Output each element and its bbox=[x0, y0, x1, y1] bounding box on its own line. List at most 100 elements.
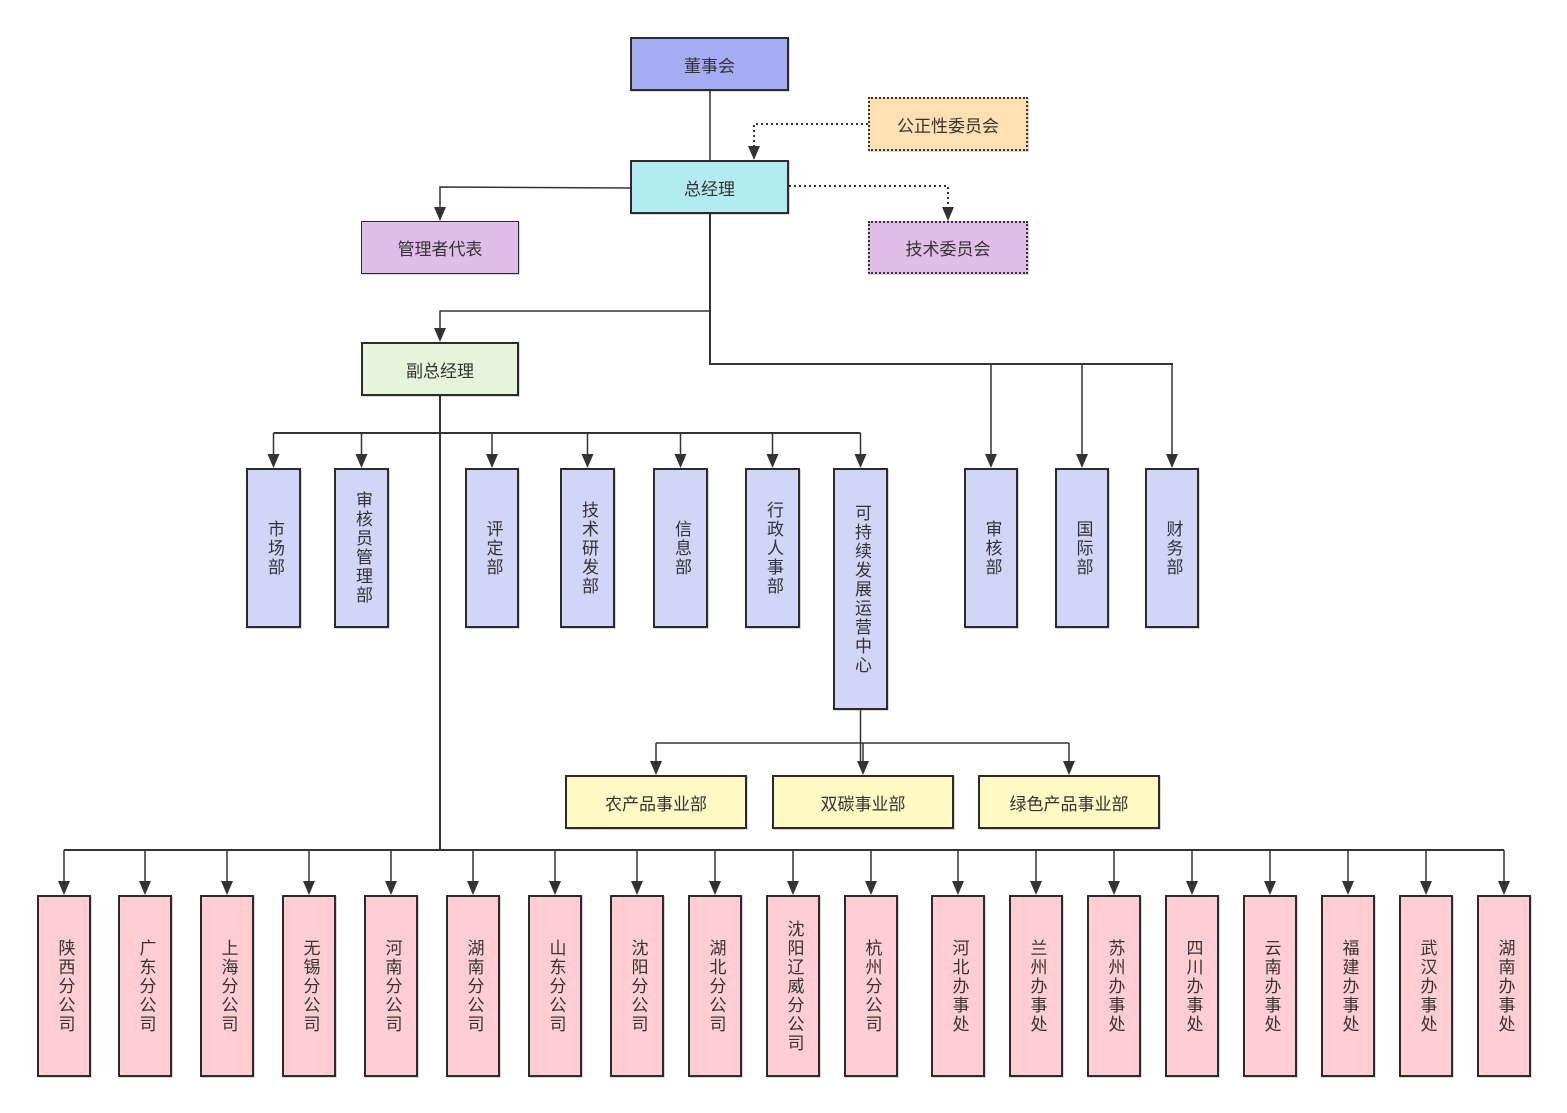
branch-label: 无锡分公司 bbox=[299, 938, 320, 1034]
arrow-head-icon bbox=[1498, 881, 1510, 895]
dept-label: 市场部 bbox=[264, 519, 284, 577]
branch-node[interactable]: 杭州分公司 bbox=[844, 895, 898, 1077]
branch-label: 武汉办事处 bbox=[1416, 938, 1437, 1034]
branch-node[interactable]: 四川办事处 bbox=[1165, 895, 1219, 1077]
arrow-head-icon bbox=[1076, 454, 1088, 468]
arrow-head-icon bbox=[434, 328, 446, 342]
arrow-head-icon bbox=[674, 454, 687, 468]
arrow-head-icon bbox=[985, 454, 997, 468]
management-rep-label: 管理者代表 bbox=[397, 240, 483, 260]
branch-node[interactable]: 上海分公司 bbox=[200, 895, 254, 1077]
technical-committee-node[interactable]: 技术委员会 bbox=[868, 221, 1028, 274]
dept-node[interactable]: 审核员管理部 bbox=[334, 468, 389, 628]
branch-label: 福建办事处 bbox=[1338, 938, 1359, 1034]
dept-node[interactable]: 评定部 bbox=[465, 468, 519, 628]
business-unit-node[interactable]: 双碳事业部 bbox=[772, 775, 954, 829]
branch-node[interactable]: 陕西分公司 bbox=[37, 895, 91, 1077]
dept-label: 技术研发部 bbox=[578, 500, 598, 596]
branch-node[interactable]: 广东分公司 bbox=[118, 895, 172, 1077]
arrow-head-icon bbox=[486, 454, 498, 468]
branch-node[interactable]: 福建办事处 bbox=[1321, 895, 1375, 1077]
business-unit-node[interactable]: 绿色产品事业部 bbox=[978, 775, 1160, 829]
branch-node[interactable]: 河南分公司 bbox=[364, 895, 418, 1077]
branch-node[interactable]: 苏州办事处 bbox=[1087, 895, 1141, 1077]
deputy-gm-node[interactable]: 副总经理 bbox=[361, 342, 519, 396]
dept-label: 财务部 bbox=[1162, 519, 1183, 577]
arrow-head-icon bbox=[1063, 761, 1075, 775]
arrow-head-icon bbox=[58, 881, 70, 895]
arrow-head-icon bbox=[139, 881, 151, 895]
branch-node[interactable]: 湖北分公司 bbox=[688, 895, 742, 1077]
sustainability-center-node[interactable]: 可持续发展运营中心 bbox=[833, 468, 888, 710]
arrow-head-icon bbox=[854, 454, 867, 468]
dept-node[interactable]: 国际部 bbox=[1055, 468, 1109, 628]
branch-label: 沈阳分公司 bbox=[627, 938, 648, 1034]
arrow-head-icon bbox=[631, 881, 643, 895]
gm-to-rep-connector bbox=[439, 186, 631, 209]
arrow-head-icon bbox=[355, 454, 368, 468]
branch-node[interactable]: 湖南分公司 bbox=[446, 895, 500, 1077]
general-manager-label: 总经理 bbox=[684, 179, 735, 200]
branch-label: 广东分公司 bbox=[135, 938, 156, 1034]
management-rep-node[interactable]: 管理者代表 bbox=[361, 221, 519, 274]
branch-label: 四川办事处 bbox=[1182, 938, 1203, 1034]
arrow-head-icon bbox=[385, 881, 397, 895]
business-unit-node[interactable]: 农产品事业部 bbox=[565, 775, 747, 829]
dept-label: 行政人事部 bbox=[763, 500, 783, 596]
dept-label: 可持续发展运营中心 bbox=[851, 503, 871, 675]
arrow-head-icon bbox=[857, 761, 869, 775]
dept-node[interactable]: 审核部 bbox=[964, 468, 1018, 628]
branch-label: 苏州办事处 bbox=[1104, 938, 1125, 1034]
arrow-head-icon bbox=[434, 207, 446, 221]
branch-node[interactable]: 无锡分公司 bbox=[282, 895, 336, 1077]
board-node[interactable]: 董事会 bbox=[630, 37, 789, 91]
business-unit-label: 双碳事业部 bbox=[820, 794, 906, 815]
branch-node[interactable]: 沈阳分公司 bbox=[610, 895, 664, 1077]
branch-label: 河南分公司 bbox=[381, 938, 402, 1034]
dept-node[interactable]: 行政人事部 bbox=[745, 468, 800, 628]
fairness-committee-label: 公正性委员会 bbox=[897, 116, 999, 137]
arrow-head-icon bbox=[1342, 881, 1354, 895]
business-unit-label: 农产品事业部 bbox=[605, 794, 707, 815]
arrow-head-icon bbox=[952, 881, 964, 895]
branch-label: 兰州办事处 bbox=[1026, 938, 1047, 1034]
branch-label: 杭州分公司 bbox=[861, 938, 882, 1034]
fairness-committee-node[interactable]: 公正性委员会 bbox=[868, 97, 1028, 151]
branch-label: 河北办事处 bbox=[948, 938, 969, 1034]
gm-trunk-connector bbox=[709, 214, 1173, 365]
branch-node[interactable]: 武汉办事处 bbox=[1399, 895, 1453, 1077]
dept-label: 审核员管理部 bbox=[352, 491, 372, 605]
dept-node[interactable]: 技术研发部 bbox=[560, 468, 615, 628]
dept-node[interactable]: 财务部 bbox=[1145, 468, 1199, 628]
general-manager-node[interactable]: 总经理 bbox=[630, 160, 789, 214]
deputy-gm-label: 副总经理 bbox=[406, 361, 474, 382]
arrow-head-icon bbox=[303, 881, 315, 895]
dept-label: 审核部 bbox=[981, 519, 1002, 577]
arrow-head-icon bbox=[650, 761, 662, 775]
arrow-head-icon bbox=[709, 881, 721, 895]
branch-node[interactable]: 云南办事处 bbox=[1243, 895, 1297, 1077]
dept-node[interactable]: 市场部 bbox=[246, 468, 301, 628]
business-unit-label: 绿色产品事业部 bbox=[1009, 794, 1129, 815]
dept-node[interactable]: 信息部 bbox=[653, 468, 708, 628]
branch-label: 陕西分公司 bbox=[54, 938, 75, 1034]
branch-node[interactable]: 兰州办事处 bbox=[1009, 895, 1063, 1077]
branch-node[interactable]: 山东分公司 bbox=[528, 895, 582, 1077]
dept-label: 信息部 bbox=[671, 519, 691, 577]
branch-label: 上海分公司 bbox=[217, 938, 238, 1034]
arrow-head-icon bbox=[1030, 881, 1042, 895]
arrow-head-icon bbox=[942, 207, 954, 221]
arrow-head-icon bbox=[467, 881, 479, 895]
arrow-head-icon bbox=[549, 881, 561, 895]
branch-node[interactable]: 湖南办事处 bbox=[1477, 895, 1531, 1077]
branch-node[interactable]: 沈阳辽威分公司 bbox=[766, 895, 820, 1077]
branch-label: 云南办事处 bbox=[1260, 938, 1281, 1034]
gm-to-deputy-connector bbox=[439, 310, 710, 330]
arrow-head-icon bbox=[1186, 881, 1198, 895]
dept-label: 评定部 bbox=[482, 519, 503, 577]
arrow-head-icon bbox=[1166, 454, 1178, 468]
branch-node[interactable]: 河北办事处 bbox=[931, 895, 985, 1077]
dept-label: 国际部 bbox=[1072, 519, 1093, 577]
